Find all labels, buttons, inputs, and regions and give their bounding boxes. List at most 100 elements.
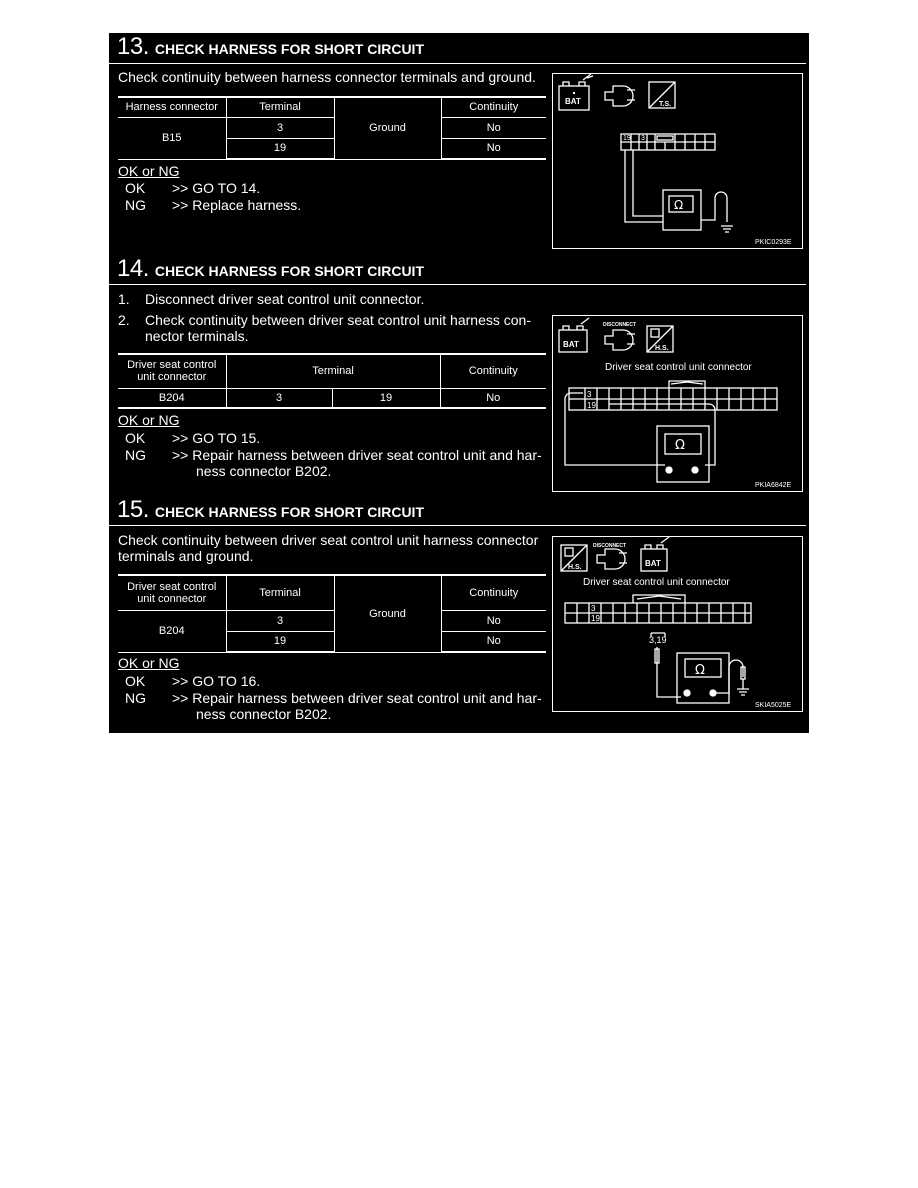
divider	[109, 284, 806, 285]
hs-label: H.S.	[655, 345, 669, 352]
ok-or-ng-label: OK or NG	[118, 412, 180, 428]
pin-label: 19	[623, 135, 631, 142]
instruction-text: Check continuity between driver seat con…	[118, 532, 539, 548]
bat-label: BAT	[565, 97, 581, 106]
battery-icon	[640, 548, 668, 572]
table-cell: 3	[225, 387, 333, 409]
ohm-meter	[662, 189, 702, 231]
ohm-meter	[656, 425, 710, 483]
step-number: 13.	[117, 33, 149, 60]
result-text-ok: >> GO TO 14.	[172, 180, 261, 196]
pin-label: 3	[587, 390, 592, 399]
hs-icon	[560, 544, 588, 572]
instruction-text: Check continuity between harness connect…	[118, 69, 536, 85]
result-key-ok: OK	[125, 180, 146, 196]
divider	[109, 525, 806, 526]
disconnect-label: DISCONNECT	[603, 322, 636, 328]
table-cell: 3	[225, 116, 335, 139]
instruction-text: Disconnect driver seat control unit conn…	[145, 291, 425, 307]
table-header: Terminal	[225, 574, 335, 611]
hs-icon	[646, 325, 674, 353]
result-text-ng: >> Repair harness between driver seat co…	[172, 690, 542, 706]
ts-icon	[648, 81, 676, 109]
continuity-test-diagram: BAT DISCONNECT H.S. Driver seat control …	[558, 317, 792, 489]
table-cell: 19	[331, 387, 441, 409]
step-heading: CHECK HARNESS FOR SHORT CIRCUIT	[154, 504, 424, 520]
table-cell: No	[439, 387, 546, 409]
ok-or-ng-label: OK or NG	[118, 655, 180, 671]
ohm-symbol: Ω	[695, 663, 705, 678]
table-cell: No	[440, 137, 546, 160]
connector-label: Driver seat control unit connector	[605, 362, 752, 373]
table-header: Harness connector	[118, 96, 227, 118]
figure-code: PKIC0293E	[755, 239, 792, 246]
ohm-symbol: Ω	[674, 198, 683, 212]
pin-label: 19	[591, 614, 600, 623]
connector-icon	[604, 85, 634, 107]
result-key-ng: NG	[125, 690, 146, 706]
result-text-ng: >> Repair harness between driver seat co…	[172, 447, 542, 463]
table-cell-connector: B204	[118, 609, 227, 653]
step-13-figure: BAT T.S. 19 3 Ω PKIC0293E	[552, 73, 803, 249]
pin-label: 3	[641, 135, 645, 142]
table-cell-ground: Ground	[333, 96, 442, 160]
hs-label: H.S.	[568, 564, 582, 571]
table-cell: No	[440, 116, 546, 139]
figure-code: SKIA5025E	[755, 702, 792, 709]
result-text-ng-cont: ness connector B202.	[196, 463, 332, 479]
step-number: 14.	[117, 255, 149, 282]
result-key-ng: NG	[125, 197, 146, 213]
instruction-number: 2.	[118, 312, 130, 328]
table-header: Continuity	[439, 353, 546, 389]
table-header: Continuity	[440, 574, 546, 611]
result-key-ok: OK	[125, 673, 146, 689]
result-key-ng: NG	[125, 447, 146, 463]
battery-icon	[558, 329, 588, 353]
table-cell: No	[440, 630, 546, 653]
result-text-ok: >> GO TO 16.	[172, 673, 261, 689]
instruction-number: 1.	[118, 291, 130, 307]
pin-label: 3	[591, 604, 596, 613]
ts-label: T.S.	[659, 101, 671, 108]
probe-label: 3,19	[649, 635, 667, 645]
pin-label: 19	[587, 401, 596, 410]
step-14-figure: BAT DISCONNECT H.S. Driver seat control …	[552, 315, 803, 492]
connector-label: Driver seat control unit connector	[583, 577, 730, 588]
table-cell: 19	[226, 630, 335, 653]
step-13-title: 13. CHECK HARNESS FOR SHORT CIRCUIT	[117, 33, 424, 61]
step-number: 15.	[117, 496, 149, 523]
connector-icon	[596, 548, 626, 570]
table-header: Terminal	[225, 353, 441, 389]
connector-icon	[604, 329, 634, 351]
divider	[109, 63, 806, 64]
table-cell: No	[440, 609, 546, 632]
table-cell-ground: Ground	[333, 574, 442, 653]
result-text-ok: >> GO TO 15.	[172, 430, 261, 446]
instruction-text: Check continuity between driver seat con…	[145, 312, 531, 328]
step-15-title: 15. CHECK HARNESS FOR SHORT CIRCUIT	[117, 496, 424, 524]
step-heading: CHECK HARNESS FOR SHORT CIRCUIT	[154, 41, 424, 57]
ok-or-ng-label: OK or NG	[118, 163, 180, 179]
step-13-continuity-table: Harness connector Terminal Ground Contin…	[118, 96, 546, 160]
instruction-text-cont: nector terminals.	[145, 328, 249, 344]
table-cell: 19	[226, 137, 335, 160]
instruction-text-cont: terminals and ground.	[118, 548, 254, 564]
table-header: Terminal	[225, 96, 335, 118]
table-cell-connector: B15	[118, 116, 227, 160]
bat-label: BAT	[645, 559, 661, 568]
continuity-test-diagram: BAT T.S. 19 3 Ω PKIC0293E	[558, 74, 792, 246]
bat-label: BAT	[563, 340, 579, 349]
result-text-ng-cont: ness connector B202.	[196, 706, 332, 722]
disconnect-label: DISCONNECT	[593, 543, 626, 549]
ohm-symbol: Ω	[675, 438, 685, 453]
table-cell-connector: B204	[118, 387, 227, 409]
step-14-title: 14.CHECK HARNESS FOR SHORT CIRCUIT	[117, 255, 424, 283]
table-header: Continuity	[440, 96, 546, 118]
continuity-test-diagram: H.S. DISCONNECT BAT Driver seat control …	[560, 537, 792, 709]
table-cell: 3	[225, 609, 335, 632]
battery-icon	[558, 85, 590, 111]
